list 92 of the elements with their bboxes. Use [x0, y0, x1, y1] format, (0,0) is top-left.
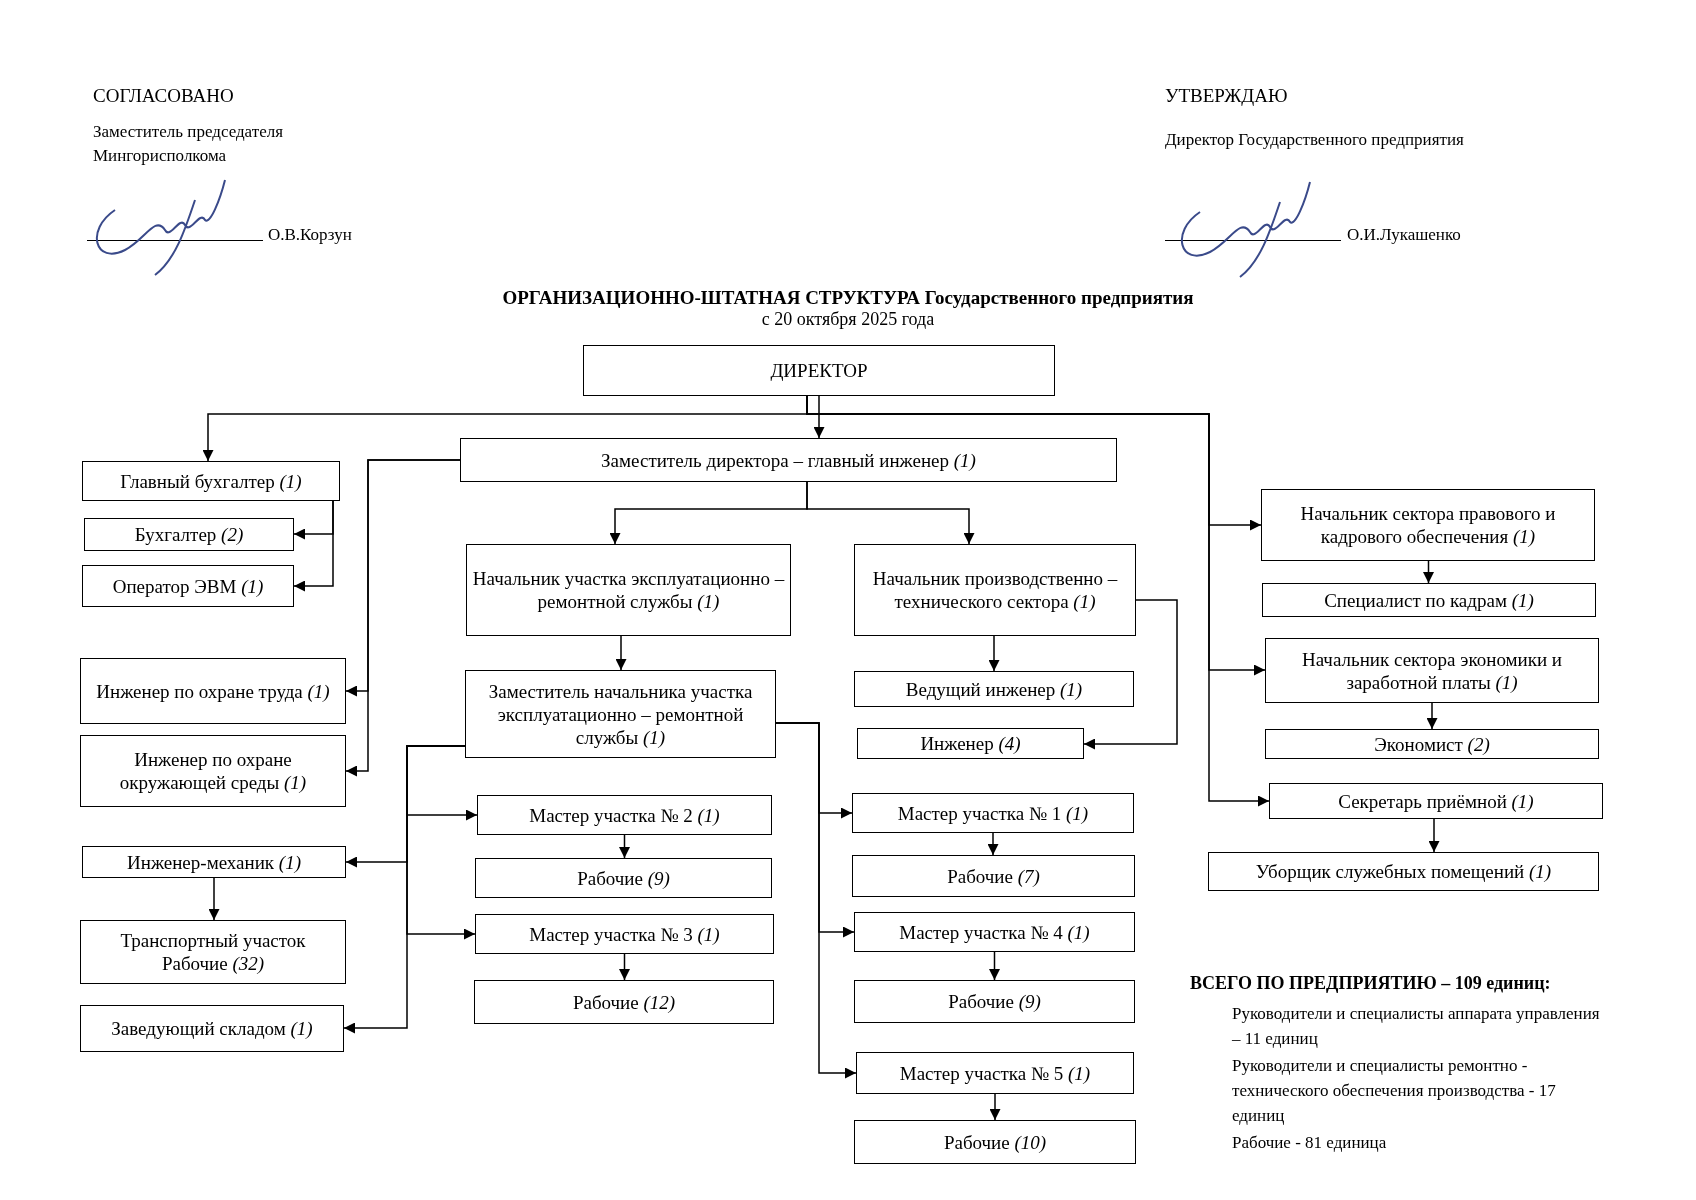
position-box — [84, 518, 294, 551]
position-box — [82, 461, 340, 501]
subtitle: с 20 октября 2025 года — [760, 308, 936, 331]
arrow — [1428, 818, 1440, 853]
document-text: Директор Государственного предприятия — [1165, 129, 1465, 151]
position-box — [852, 855, 1135, 897]
position-box — [460, 438, 1117, 482]
position-box — [80, 920, 346, 984]
position-title: ДИРЕКТОР — [770, 359, 868, 382]
position-title: Мастер участка № 3 (1) — [529, 922, 720, 946]
position-box — [1265, 638, 1599, 703]
position-title: Инженер (4) — [920, 732, 1021, 755]
position-title: Главный бухгалтер (1) — [120, 469, 302, 493]
position-box — [1262, 583, 1596, 617]
position-title: Заместитель директора – главный инженер (1) — [601, 448, 976, 472]
position-title: Бухгалтер (2) — [134, 523, 244, 546]
position-box — [1261, 489, 1595, 561]
arrow — [619, 953, 630, 981]
document-text: СОГЛАСОВАНО — [93, 84, 235, 108]
position-box — [475, 858, 772, 898]
document-text: О.И.Лукашенко — [1347, 224, 1462, 246]
document-text: Руководители и специалисты аппарата управления – 11 единиц — [1232, 1003, 1601, 1050]
chart-title: ОРГАНИЗАЦИОННО-ШТАТНАЯ СТРУКТУРА Государственного предприятия — [501, 286, 1195, 310]
position-title: Экономист (2) — [1374, 732, 1490, 756]
position-box — [857, 728, 1084, 759]
position-box — [854, 1120, 1136, 1164]
position-title: Уборщик служебных помещений (1) — [1255, 860, 1552, 883]
arrow — [345, 459, 461, 777]
position-box — [1208, 852, 1599, 891]
position-title: Рабочие (32) — [161, 952, 265, 975]
arrow — [775, 722, 857, 1079]
arrow — [987, 832, 999, 856]
position-title: Рабочие (7) — [947, 864, 1040, 888]
position-box — [82, 565, 294, 607]
position-title: Заместитель начальника участка эксплуатационно – ремонтной службы (1) — [487, 679, 754, 749]
position-box — [1269, 783, 1603, 819]
position-title: Специалист по кадрам (1) — [1324, 588, 1534, 612]
arrow — [1423, 560, 1434, 584]
position-title: Мастер участка № 2 (1) — [529, 803, 720, 827]
position-title: Рабочие (10) — [943, 1130, 1047, 1154]
document-text: О.В.Корзун — [268, 224, 353, 246]
position-box — [466, 544, 791, 636]
arrow — [989, 951, 1000, 981]
position-title: Транспортный участок — [120, 929, 306, 952]
position-box — [852, 793, 1134, 833]
position-title: Секретарь приёмной (1) — [1338, 789, 1534, 813]
arrow — [989, 1093, 1001, 1121]
arrow — [1426, 702, 1438, 730]
position-box — [854, 980, 1135, 1023]
position-title: Инженер по охране окружающей среды (1) — [118, 748, 308, 794]
document-text: Руководители и специалисты ремонтно - технического обеспечения производства - 17 единиц — [1232, 1055, 1557, 1127]
arrow — [293, 500, 334, 592]
position-box — [475, 914, 774, 954]
position-title: Инженер по охране труда (1) — [96, 679, 330, 703]
document-text: УТВЕРЖДАЮ — [1165, 84, 1289, 108]
arrow — [208, 877, 220, 921]
position-title: Оператор ЭВМ (1) — [112, 574, 264, 598]
position-title: Мастер участка № 4 (1) — [899, 920, 1090, 944]
position-title: Мастер участка № 1 (1) — [897, 801, 1089, 825]
position-box — [80, 735, 346, 807]
position-title: Инженер-механик (1) — [127, 850, 301, 874]
position-box — [80, 1005, 344, 1052]
arrow — [806, 481, 975, 545]
position-title: Начальник производственно – технического сектора (1) — [871, 567, 1119, 613]
position-box — [80, 658, 346, 724]
arrow — [988, 635, 1000, 672]
arrow — [619, 834, 630, 859]
position-box — [82, 846, 346, 878]
document-text: Рабочие - 81 единица — [1232, 1132, 1388, 1154]
arrow — [813, 395, 825, 439]
position-box — [854, 544, 1136, 636]
position-box — [583, 345, 1055, 396]
position-title: Начальник сектора правового и кадрового обеспечения (1) — [1299, 502, 1557, 548]
arrow — [615, 635, 627, 671]
position-title: Рабочие (12) — [572, 990, 676, 1014]
position-box — [854, 912, 1135, 952]
position-title: Начальник участка эксплуатационно –ремонтной службы (1) — [471, 567, 786, 613]
position-title: Мастер участка № 5 (1) — [899, 1061, 1091, 1085]
arrow — [1083, 599, 1178, 750]
position-box — [854, 671, 1134, 707]
document-text: Заместитель председателя Мингорисполкома — [93, 121, 284, 167]
position-box — [1265, 729, 1599, 759]
position-title: Рабочие (9) — [948, 990, 1041, 1013]
position-title: Рабочие (9) — [577, 866, 670, 890]
position-box — [856, 1052, 1134, 1094]
position-box — [477, 795, 772, 835]
position-title: Заведующий складом (1) — [111, 1017, 313, 1040]
position-title: Начальник сектора экономики и заработной платы (1) — [1300, 647, 1564, 694]
position-title: Ведущий инженер (1) — [905, 677, 1083, 701]
position-box — [465, 670, 776, 758]
position-box — [474, 980, 774, 1024]
summary-heading: ВСЕГО ПО ПРЕДПРИЯТИЮ – 109 единиц: — [1190, 972, 1552, 995]
